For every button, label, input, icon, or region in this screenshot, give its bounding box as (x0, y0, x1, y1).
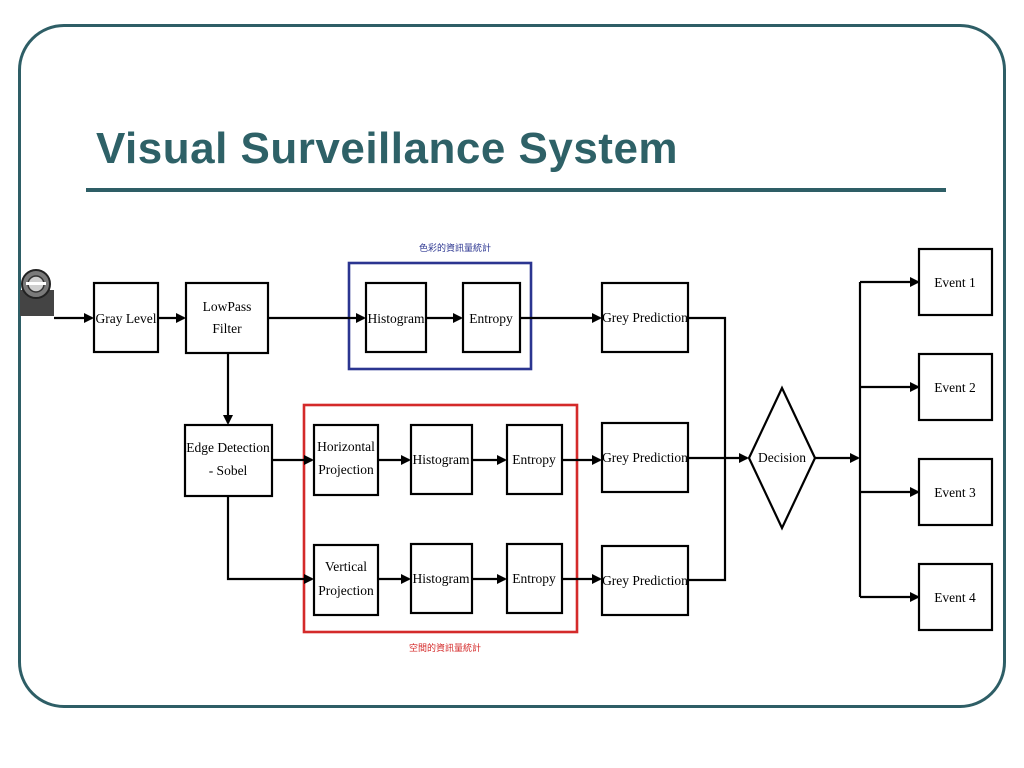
grey-prediction-2-label: Grey Prediction (602, 450, 688, 465)
hproj-label-line1: Horizontal (317, 439, 375, 454)
block-grey-prediction-3: Grey Prediction (600, 544, 690, 617)
grey-prediction-1-label: Grey Prediction (602, 310, 688, 325)
slide-title: Visual Surveillance System (96, 124, 679, 173)
edge-label-line1: Edge Detection (186, 440, 270, 455)
block-event-3: Event 3 (917, 457, 994, 527)
spatial-info-group-box (302, 403, 579, 634)
lowpass-label-line1: LowPass (203, 299, 252, 314)
spatial-info-group-caption: 空間的資訊量統計 (409, 642, 481, 654)
block-histogram-v: Histogram (409, 542, 474, 615)
block-entropy-v: Entropy (505, 542, 564, 615)
block-edge-detection: Edge Detection - Sobel (183, 423, 274, 498)
block-entropy-h: Entropy (505, 423, 564, 496)
block-histogram-color: Histogram (364, 281, 428, 354)
arrow-edge-to-vproj (226, 496, 314, 584)
event-3-label: Event 3 (934, 485, 976, 500)
gray-level-label: Gray Level (95, 311, 156, 326)
block-grey-prediction-2: Grey Prediction (600, 421, 690, 494)
grey-prediction-3-label: Grey Prediction (602, 573, 688, 588)
merge-line-predictions (688, 316, 727, 582)
lowpass-label-line2: Filter (212, 321, 242, 336)
color-info-group-box (347, 261, 533, 371)
histogram-h-label: Histogram (413, 452, 470, 467)
vproj-label-line1: Vertical (325, 559, 367, 574)
block-event-1: Event 1 (917, 247, 994, 317)
block-vertical-projection: Vertical Projection (312, 543, 380, 617)
entropy-color-label: Entropy (469, 311, 513, 326)
event-1-label: Event 1 (934, 275, 976, 290)
histogram-v-label: Histogram (413, 571, 470, 586)
block-histogram-h: Histogram (409, 423, 474, 496)
surveillance-camera-icon (20, 269, 54, 316)
block-event-2: Event 2 (917, 352, 994, 422)
vproj-label-line2: Projection (318, 583, 374, 598)
event-2-label: Event 2 (934, 380, 976, 395)
block-entropy-color: Entropy (461, 281, 522, 354)
decision-label: Decision (758, 450, 806, 465)
histogram-color-label: Histogram (368, 311, 425, 326)
block-gray-level: Gray Level (92, 281, 160, 354)
block-horizontal-projection: Horizontal Projection (312, 423, 380, 497)
slide-frame (18, 24, 1006, 708)
title-underline (86, 188, 946, 192)
block-lowpass-filter: LowPass Filter (184, 281, 270, 355)
entropy-v-label: Entropy (512, 571, 556, 586)
block-event-4: Event 4 (917, 562, 994, 632)
edge-label-line2: - Sobel (209, 463, 248, 478)
connectors (54, 277, 920, 602)
color-info-group-caption: 色彩的資訊量統計 (419, 242, 491, 254)
decision-diamond: Decision (747, 385, 817, 531)
block-grey-prediction-1: Grey Prediction (600, 281, 690, 354)
event-4-label: Event 4 (934, 590, 976, 605)
entropy-h-label: Entropy (512, 452, 556, 467)
hproj-label-line2: Projection (318, 462, 374, 477)
